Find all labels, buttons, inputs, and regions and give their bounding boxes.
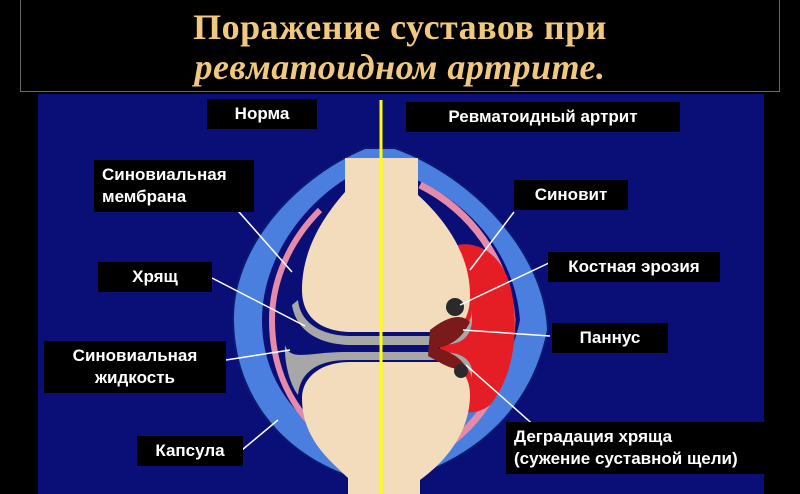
pannus-label-text: Паннус xyxy=(579,328,641,347)
degradation-label-line1: Деградация хряща xyxy=(514,427,673,446)
membrane-label-line1: Синовиальная xyxy=(102,165,227,184)
bone-erosion-upper xyxy=(446,298,464,316)
synovitis-label: Синовит xyxy=(514,180,628,210)
cartilage-label: Хрящ xyxy=(98,262,212,292)
leader-membrane xyxy=(231,203,293,273)
lower-bone xyxy=(302,362,470,494)
title-line-1: Поражение суставов при xyxy=(193,7,607,47)
synovitis-label-text: Синовит xyxy=(534,185,608,204)
leader-fluid xyxy=(225,349,291,361)
degradation-label: Деградация хряща (сужение суставной щели… xyxy=(506,422,774,474)
pannus-tissue xyxy=(428,316,470,369)
cartilage-label-text: Хрящ xyxy=(132,267,178,286)
leader-capsule xyxy=(241,419,279,451)
pannus-label: Паннус xyxy=(552,323,668,353)
membrane-label-line2: мембрана xyxy=(102,187,187,206)
norm-header: Норма xyxy=(207,99,317,129)
membrane-label: Синовиальная мембрана xyxy=(94,160,254,212)
leader-bone-erosion xyxy=(459,261,552,306)
bone-erosion-lower xyxy=(454,364,468,378)
title-box: Поражение суставов при ревматоидном артр… xyxy=(20,0,780,92)
norm-header-text: Норма xyxy=(234,104,290,123)
lower-cartilage xyxy=(284,345,472,395)
fluid-label-line2: жидкость xyxy=(95,368,175,387)
ra-header: Ревматоидный артрит xyxy=(406,102,680,132)
capsule-label-text: Капсула xyxy=(155,441,225,460)
ra-header-text: Ревматоидный артрит xyxy=(448,107,638,126)
leader-pannus xyxy=(462,329,551,337)
upper-bone xyxy=(302,158,470,332)
leader-cartilage xyxy=(211,277,306,327)
leader-synovitis xyxy=(469,211,515,271)
degradation-label-line2: (сужение суставной щели) xyxy=(514,449,738,468)
fluid-label-line1: Синовиальная xyxy=(72,346,198,365)
title-line-2: ревматоидном артрите. xyxy=(194,47,606,87)
bone-erosion-label-text: Костная эрозия xyxy=(568,257,700,276)
capsule-label: Капсула xyxy=(137,436,243,466)
bone-erosion-label: Костная эрозия xyxy=(548,252,720,282)
fluid-label: Синовиальная жидкость xyxy=(44,341,226,393)
